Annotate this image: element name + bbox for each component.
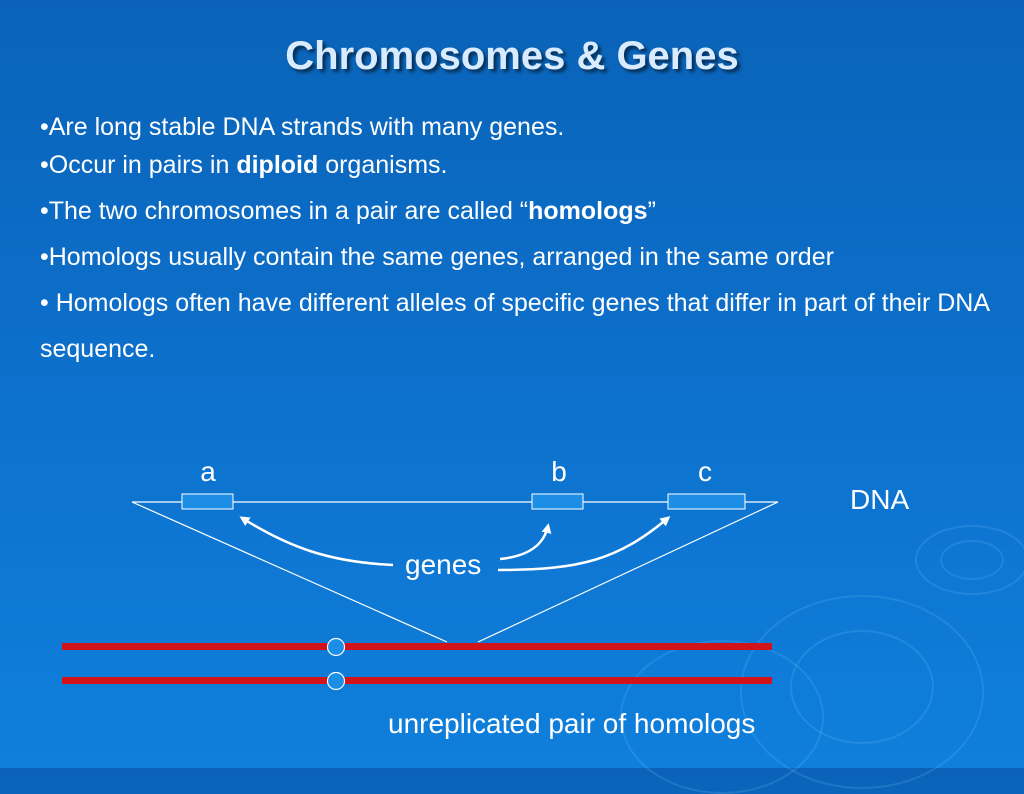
bullet-item: •Occur in pairs in diploid organisms. [40,150,1000,180]
gene-arrow-c [497,516,671,572]
gene-label-a: a [200,456,216,487]
chromosome-homolog-2 [62,677,772,684]
chromosome-homolog-1 [62,643,772,650]
bullet-text: organisms. [318,151,448,179]
bullet-text: •Occur in pairs in [40,151,237,179]
bullet-list: •Are long stable DNA strands with many g… [40,112,1000,372]
bullet-text: ” [647,197,656,225]
bullet-item: • Homologs often have different alleles … [40,280,1000,372]
bullet-bold-term: homologs [528,197,648,225]
gene-box-c [667,493,746,510]
genes-label: genes [405,549,481,580]
gene-arrow-b [499,523,552,561]
ripple-decoration [915,525,1024,595]
bullet-text: •The two chromosomes in a pair are calle… [40,197,529,225]
bullet-item: •Are long stable DNA strands with many g… [40,112,1000,142]
gene-arrow-a [239,516,394,567]
bullet-text: •Are long stable DNA strands with many g… [40,113,565,141]
zoom-line-right [477,501,779,643]
gene-label-b: b [551,456,567,487]
zoom-line-left [131,501,448,643]
homologs-caption: unreplicated pair of homologs [388,708,755,739]
bullet-item: •The two chromosomes in a pair are calle… [40,188,1000,234]
dna-label: DNA [850,484,909,515]
slide-title: Chromosomes & Genes [285,34,739,78]
centromere-1 [326,637,346,657]
gene-box-a [181,493,234,510]
bullet-item: •Homologs usually contain the same genes… [40,234,1000,280]
chromosome-diagram: a b c DNA genes unreplicated pair of hom… [62,456,909,739]
gene-box-b [531,493,584,510]
bullet-text: •Homologs usually contain the same genes… [40,243,834,271]
bullet-text: • Homologs often have different alleles … [40,289,989,363]
gene-label-c: c [698,456,712,487]
centromere-2 [326,671,346,691]
bullet-bold-term: diploid [236,151,319,179]
